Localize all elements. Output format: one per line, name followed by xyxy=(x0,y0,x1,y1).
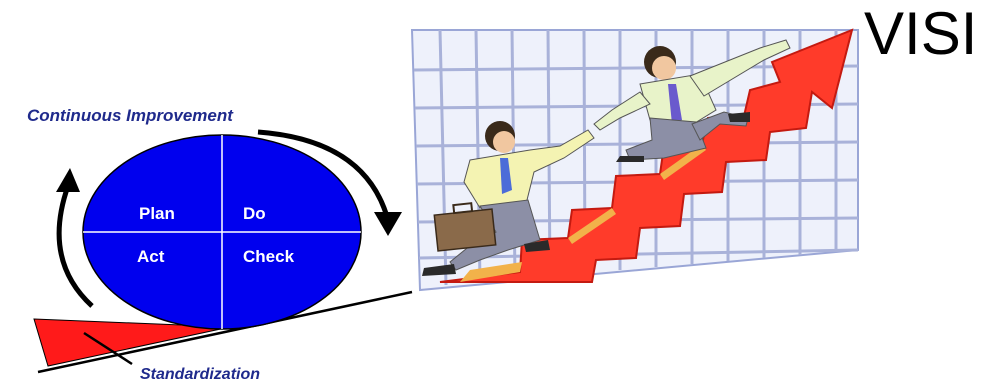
slide-heading: VISI xyxy=(864,0,978,67)
quadrant-plan: Plan xyxy=(139,204,175,223)
briefcase-icon xyxy=(433,202,497,252)
curved-arrow-icon xyxy=(56,168,94,308)
standardization-label: Standardization xyxy=(140,366,261,383)
wedge-pointer-line xyxy=(83,331,133,366)
curved-arrow-icon xyxy=(257,129,402,236)
standardization-wedge xyxy=(33,318,231,367)
quadrant-check: Check xyxy=(243,247,295,266)
pdca-title: Continuous Improvement xyxy=(27,106,233,125)
staircase-arrow-icon xyxy=(439,28,854,283)
quadrant-act: Act xyxy=(137,247,165,266)
businessmen-clipart-icon xyxy=(593,39,791,162)
ramp-line xyxy=(37,290,413,374)
quadrant-do: Do xyxy=(243,204,266,223)
